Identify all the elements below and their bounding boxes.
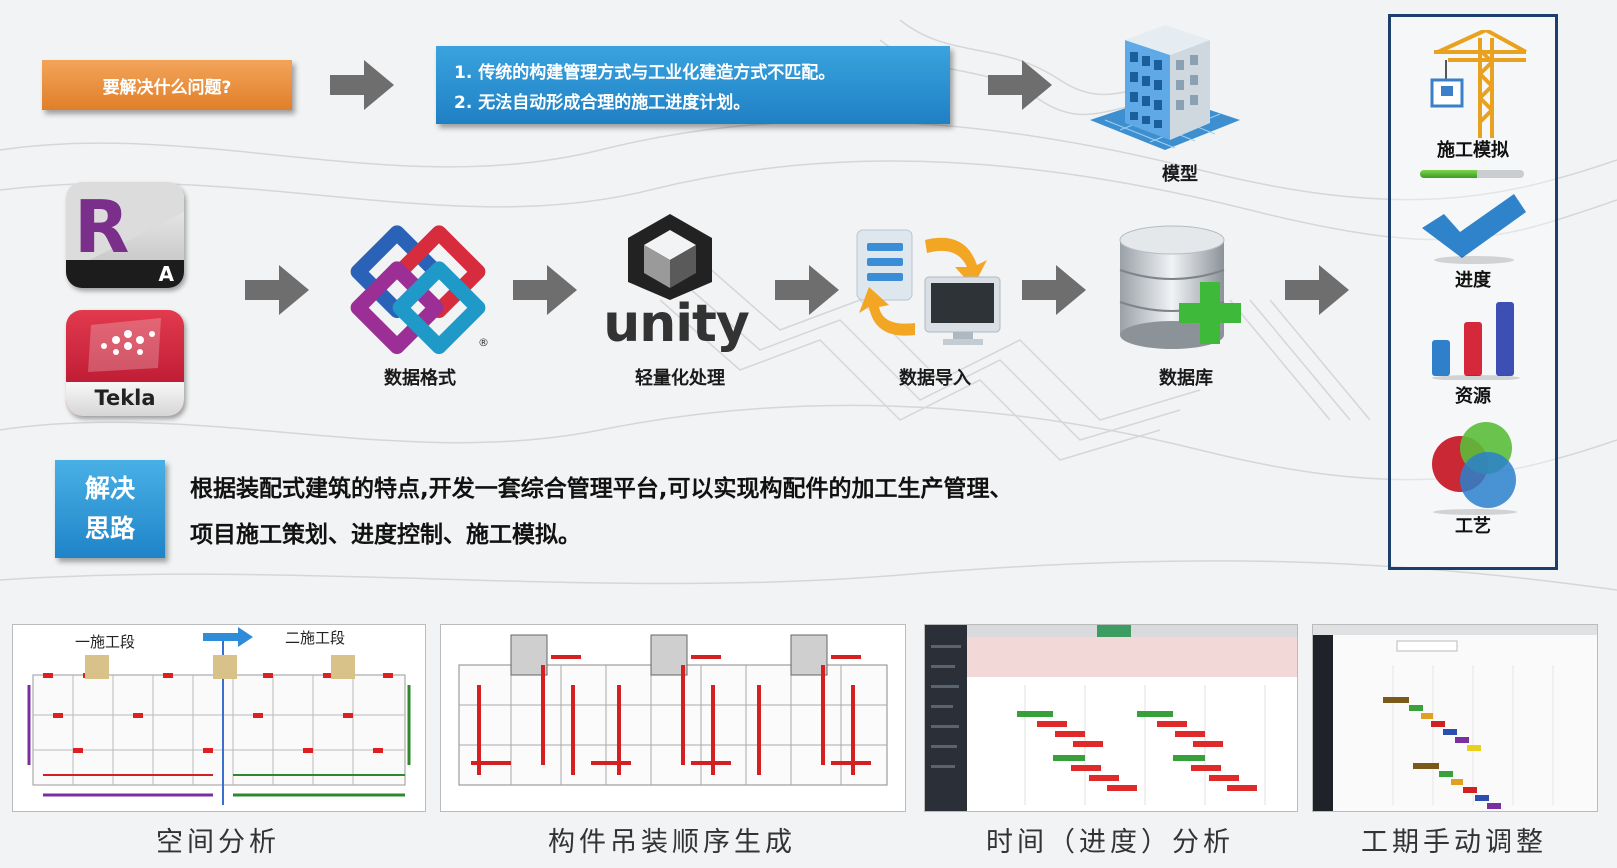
tekla-label: Tekla [94, 386, 156, 410]
process-venn-icon [1432, 422, 1517, 515]
schedule-analysis-thumbnail [924, 624, 1298, 812]
sim-progress-fill [1420, 170, 1478, 178]
problem-point-2: 2. 无法自动形成合理的施工进度计划。 [454, 93, 751, 113]
arrow-right-icon [330, 60, 394, 110]
solution-text-line1: 根据装配式建筑的特点,开发一套综合管理平台,可以实现构配件的加工生产管理、 [190, 476, 1013, 502]
progress-label: 进度 [1455, 270, 1491, 291]
duration-adjust-thumbnail [1312, 624, 1598, 812]
stage1-label: 一施工段 [75, 633, 136, 651]
resources-label: 资源 [1455, 386, 1491, 407]
solution-label-line1: 解决 [84, 474, 135, 503]
arrow-right-icon [988, 60, 1052, 110]
caption-hoisting-sequence: 构件吊装顺序生成 [548, 827, 796, 858]
feature-panel [1388, 14, 1558, 570]
unity-cube-icon [628, 214, 712, 300]
tower-crane-icon [1430, 30, 1527, 138]
problem-label-box: 要解决什么问题? [42, 60, 292, 110]
svg-text:R: R [74, 185, 129, 269]
building-model-icon [1090, 25, 1240, 150]
caption-duration-adjust: 工期手动调整 [1361, 827, 1547, 858]
ifc-format-icon: ® [350, 225, 489, 355]
problem-description-box: 1. 传统的构建管理方式与工业化建造方式不匹配。 2. 无法自动形成合理的施工进… [436, 46, 950, 124]
tekla-app-icon: Tekla [66, 310, 184, 416]
problem-label: 要解决什么问题? [102, 77, 232, 98]
caption-spatial-analysis: 空间分析 [156, 827, 280, 858]
arrow-right-icon [1285, 265, 1349, 315]
spatial-analysis-thumbnail: 一施工段 二施工段 [12, 624, 426, 812]
sim-progress-bar [1420, 170, 1524, 178]
caption-schedule-analysis: 时间（进度）分析 [986, 827, 1234, 858]
solution-label-box: 解决 思路 [55, 460, 165, 558]
unity-wordmark: unity [603, 294, 750, 354]
data-import-icon [856, 229, 1001, 345]
revit-letter: A [158, 262, 174, 286]
svg-text:®: ® [478, 336, 489, 349]
model-label: 模型 [1162, 164, 1198, 185]
database-add-icon [1119, 225, 1241, 349]
solution-text-line2: 项目施工策划、进度控制、施工模拟。 [190, 522, 581, 548]
arrow-right-icon [245, 265, 309, 315]
construction-sim-label: 施工模拟 [1437, 140, 1509, 161]
solution-label-line2: 思路 [84, 514, 135, 543]
data-import-label: 数据导入 [899, 368, 971, 389]
arrow-right-icon [513, 265, 577, 315]
data-format-label: 数据格式 [384, 368, 456, 389]
stage2-label: 二施工段 [285, 629, 346, 647]
solution-description: 根据装配式建筑的特点,开发一套综合管理平台,可以实现构配件的加工生产管理、 项目… [190, 466, 1330, 558]
checkmark-icon [1422, 194, 1526, 264]
database-label: 数据库 [1159, 368, 1213, 389]
hoisting-sequence-thumbnail [440, 624, 906, 812]
problem-point-1: 1. 传统的构建管理方式与工业化建造方式不匹配。 [454, 63, 836, 83]
lightweight-label: 轻量化处理 [635, 368, 725, 389]
bar-chart-icon [1432, 302, 1520, 380]
revit-app-icon: R A [66, 182, 184, 288]
arrow-right-icon [775, 265, 839, 315]
process-label: 工艺 [1455, 516, 1491, 537]
arrow-right-icon [1022, 265, 1086, 315]
